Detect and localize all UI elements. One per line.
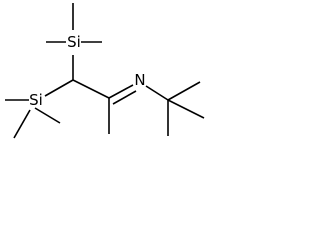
bond-tbutyl-methyl-right (167, 99, 205, 119)
bond-tbutyl-methyl-up (167, 81, 201, 101)
atom-label-nitrogen: N (134, 71, 145, 89)
bond-si-bottom-methyl-right (34, 107, 61, 124)
atom-label-si-bottom: Si (29, 91, 43, 109)
bond-c-n-double-1 (108, 84, 134, 99)
bond-ch-c-imine (72, 79, 110, 99)
chemical-structure-diagram: Si Si N (5, 3, 205, 139)
bond-ch-si-bottom (44, 79, 74, 97)
bond-n-tbutyl (145, 85, 169, 101)
bond-si-bottom-methyl-down (13, 109, 31, 139)
atom-label-si-top: Si (67, 33, 81, 51)
bond-c-n-double-2 (112, 90, 137, 105)
